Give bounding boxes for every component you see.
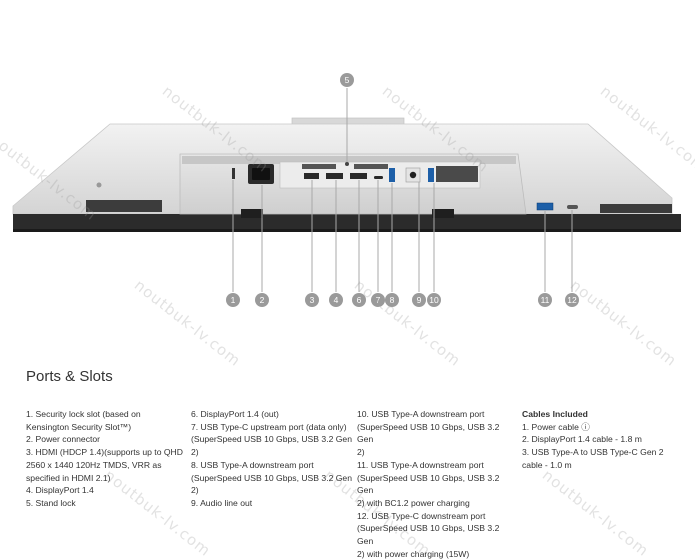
- spec-line: 8. USB Type-A downstream port: [191, 459, 314, 470]
- callout-label: 1: [231, 295, 236, 305]
- callout-label: 2: [260, 295, 265, 305]
- spec-line: (SuperSpeed USB 10 Gbps, USB 3.2 Gen: [191, 472, 352, 483]
- spec-line: 10. USB Type-A downstream port: [357, 409, 485, 419]
- callout-label: 11: [541, 295, 550, 305]
- usb-c-upstream-icon: [374, 176, 383, 179]
- spec-line: (SuperSpeed USB 10 Gbps, USB 3.2 Gen: [357, 472, 500, 496]
- usb-a-port-8-icon: [389, 168, 395, 182]
- vent-right: [600, 204, 672, 213]
- spec-line: (SuperSpeed USB 10 Gbps, USB 3.2 Gen: [357, 523, 500, 547]
- callout-12: 12: [565, 293, 579, 307]
- callout-5: 5: [340, 73, 354, 87]
- callout-7: 7: [371, 293, 385, 307]
- callout-11: 11: [538, 293, 552, 307]
- vent-left: [86, 200, 162, 212]
- leader-lines: [232, 88, 573, 292]
- callout-1: 1: [226, 293, 240, 307]
- spec-line: Kensington Security Slot™): [26, 421, 132, 432]
- callout-label: 4: [334, 295, 339, 305]
- usb-a-port-10-icon: [428, 168, 434, 182]
- hdmi-port-icon: [304, 173, 319, 179]
- ports-column-3: 10. USB Type-A downstream port (SuperSpee…: [357, 408, 517, 560]
- watermark: noutbuk-lv.com: [538, 466, 653, 560]
- spec-line: 2560 x 1440 120Hz TMDS, VRR as: [26, 459, 162, 470]
- callout-4: 4: [329, 293, 343, 307]
- callout-8: 8: [385, 293, 399, 307]
- callout-label: 8: [390, 295, 395, 305]
- spec-line: cable - 1.0 m: [522, 459, 572, 470]
- spec-line: 2): [191, 485, 199, 496]
- callout-label: 10: [429, 295, 439, 305]
- usb-a-port-11-icon: [536, 202, 554, 211]
- callout-9: 9: [412, 293, 426, 307]
- spec-line: (SuperSpeed USB 10 Gbps, USB 3.2 Gen: [191, 434, 352, 445]
- spec-line: specified in HDMI 2.1): [26, 472, 111, 483]
- callout-label: 7: [376, 295, 381, 305]
- spec-line: 1. Power cable ⓘ: [522, 421, 590, 432]
- spec-line: 2. Power connector: [26, 434, 101, 445]
- spec-line: 1. Security lock slot (based on: [26, 409, 141, 419]
- spec-line: 2): [191, 447, 199, 458]
- spec-line: 9. Audio line out: [191, 497, 253, 508]
- callout-label: 9: [417, 295, 422, 305]
- monitor-bezel: [13, 214, 681, 232]
- stand-lock-icon: [345, 162, 349, 166]
- spec-line: 7. USB Type-C upstream port (data only): [191, 421, 347, 432]
- callout-label: 12: [567, 295, 577, 305]
- usb-c-port-12-icon: [567, 205, 578, 209]
- callout-label: 6: [357, 295, 362, 305]
- spec-line: 6. DisplayPort 1.4 (out): [191, 409, 279, 419]
- spec-line: 3. USB Type-A to USB Type-C Gen 2: [522, 447, 664, 458]
- callout-2: 2: [255, 293, 269, 307]
- ports-column-2: 6. DisplayPort 1.4 (out) 7. USB Type-C up…: [191, 408, 353, 510]
- spec-line: 11. USB Type-A downstream port: [357, 459, 484, 470]
- callout-6: 6: [352, 293, 366, 307]
- callout-label: 5: [345, 75, 350, 85]
- section-title: Ports & Slots: [26, 368, 113, 385]
- spec-line: 2. DisplayPort 1.4 cable - 1.8 m: [522, 434, 642, 445]
- callout-3: 3: [305, 293, 319, 307]
- monitor-rear-diagram: 1 2 3 4 5 6 7 8 9 10 11 12: [12, 73, 681, 307]
- security-slot-icon: [232, 168, 235, 179]
- spec-line: 2) with BC1.2 power charging: [357, 497, 470, 508]
- displayport-out-icon: [350, 173, 367, 179]
- spec-line: 2) with power charging (15W): [357, 548, 470, 559]
- displayport-in-icon: [326, 173, 343, 179]
- spec-line: 12. USB Type-C downstream port: [357, 510, 486, 521]
- spec-line: 3. HDMI (HDCP 1.4)(supports up to QHD: [26, 447, 183, 458]
- callout-label: 3: [310, 295, 315, 305]
- spec-line: (SuperSpeed USB 10 Gbps, USB 3.2 Gen: [357, 421, 500, 445]
- cables-heading: Cables Included: [522, 409, 588, 419]
- spec-line: 4. DisplayPort 1.4: [26, 485, 94, 496]
- dell-logo-icon: [96, 182, 102, 188]
- audio-jack-icon: [409, 171, 417, 179]
- ports-column-1: 1. Security lock slot (based on Kensingto…: [26, 408, 186, 510]
- callout-10: 10: [427, 293, 441, 307]
- spec-line: 5. Stand lock: [26, 497, 76, 508]
- cables-column: Cables Included 1. Power cable ⓘ 2. Displa…: [522, 408, 692, 472]
- spec-line: 2): [357, 447, 365, 458]
